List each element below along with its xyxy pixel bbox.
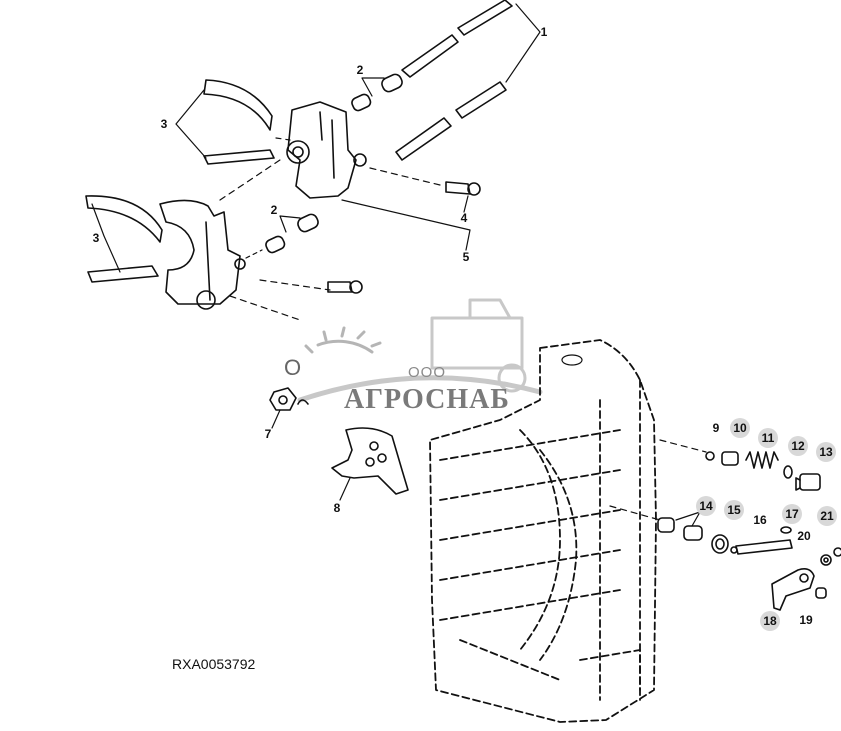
- shaft-16: [730, 539, 793, 555]
- callout-7: 7: [264, 427, 272, 441]
- leader-2a: [361, 77, 385, 97]
- callout-20: 20: [797, 529, 811, 543]
- callout-10: 10: [730, 418, 750, 438]
- callout-2-lower: 2: [270, 203, 278, 217]
- leader-2b: [279, 215, 301, 233]
- leader-5: [341, 199, 471, 251]
- bushing-14b: [683, 525, 703, 541]
- callout-14: 14: [696, 496, 716, 516]
- bushing-pair-upper: [351, 73, 403, 112]
- nut-19: [815, 587, 827, 599]
- fork-shoe-upper: [203, 79, 275, 165]
- leader-4: [463, 195, 469, 213]
- callout-19: 19: [799, 613, 813, 627]
- watermark-stray-letter: O: [284, 355, 302, 380]
- fork-shoe-lower: [85, 195, 163, 283]
- shift-fork-lower: [159, 199, 246, 310]
- bushing-pair-lower: [265, 213, 319, 254]
- spring-11: [745, 451, 779, 469]
- watermark-name: АГРОСНАБ: [344, 384, 510, 415]
- callout-13: 13: [816, 442, 836, 462]
- callout-16: 16: [753, 513, 767, 527]
- callout-18: 18: [760, 611, 780, 631]
- leader-7: [271, 409, 281, 429]
- callout-17: 17: [782, 504, 802, 524]
- callout-3-upper: 3: [160, 117, 168, 131]
- callout-4: 4: [460, 211, 468, 225]
- washer-20: [820, 554, 832, 566]
- seal-12: [783, 465, 793, 479]
- leader-14: [675, 511, 701, 527]
- callout-8: 8: [333, 501, 341, 515]
- arm-18: [771, 568, 815, 611]
- callout-2-upper: 2: [356, 63, 364, 77]
- item-21: [833, 547, 841, 557]
- leader-1: [505, 3, 541, 83]
- leader-3a: [175, 89, 207, 159]
- bolt-4: [445, 181, 481, 196]
- callout-21: 21: [817, 506, 837, 526]
- figure-id-label: RXA0053792: [172, 656, 256, 672]
- callout-12: 12: [788, 436, 808, 456]
- dashed-to-bolt-4: [369, 167, 445, 187]
- watermark-prefix: ООО: [408, 364, 447, 381]
- pin-17: [780, 526, 792, 534]
- rod-lower: [395, 81, 507, 161]
- callout-1: 1: [540, 25, 548, 39]
- transmission-housing: [429, 339, 657, 723]
- callout-3-lower: 3: [92, 231, 100, 245]
- shift-fork-upper: [286, 101, 367, 199]
- ball-9: [705, 451, 715, 461]
- seal-15: [711, 534, 729, 554]
- bolt-lower: [327, 280, 363, 294]
- callout-5: 5: [462, 250, 470, 264]
- watermark-logo: [297, 298, 543, 403]
- leader-3b: [91, 203, 121, 273]
- callout-15: 15: [724, 500, 744, 520]
- lever-8: [331, 427, 409, 495]
- callout-9: 9: [712, 421, 720, 435]
- rod-upper: [401, 0, 513, 78]
- bushing-14a: [657, 517, 675, 533]
- nut-7: [269, 387, 309, 411]
- cap-13: [795, 473, 821, 491]
- callout-11: 11: [758, 428, 778, 448]
- plug-10: [721, 451, 739, 466]
- leader-8: [339, 477, 351, 501]
